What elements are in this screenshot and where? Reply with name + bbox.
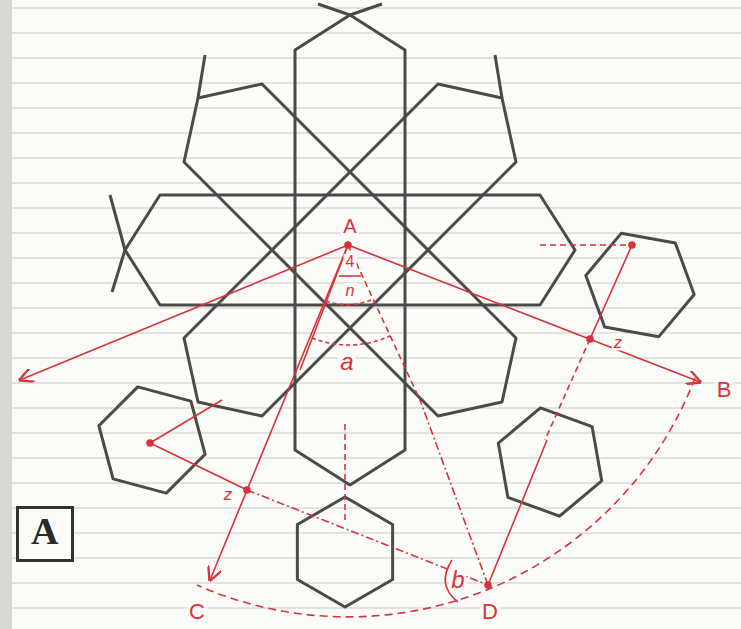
figure-tag: A (31, 511, 59, 553)
point-label: z (612, 334, 625, 351)
star-pattern (87, 4, 703, 621)
figure-tag-box: A (16, 506, 74, 562)
construction-lines (20, 242, 700, 617)
point-label: A (341, 216, 358, 236)
point-label: n (344, 283, 357, 299)
point-label: z (222, 486, 235, 503)
point-label: a (338, 350, 355, 374)
point-label: b (449, 568, 466, 592)
point-label: D (480, 601, 500, 623)
point-label: C (187, 601, 207, 623)
point-label: B (715, 379, 734, 401)
point-label: 4 (344, 254, 357, 270)
paper-edge (0, 0, 12, 629)
paper-ruling (0, 8, 741, 608)
